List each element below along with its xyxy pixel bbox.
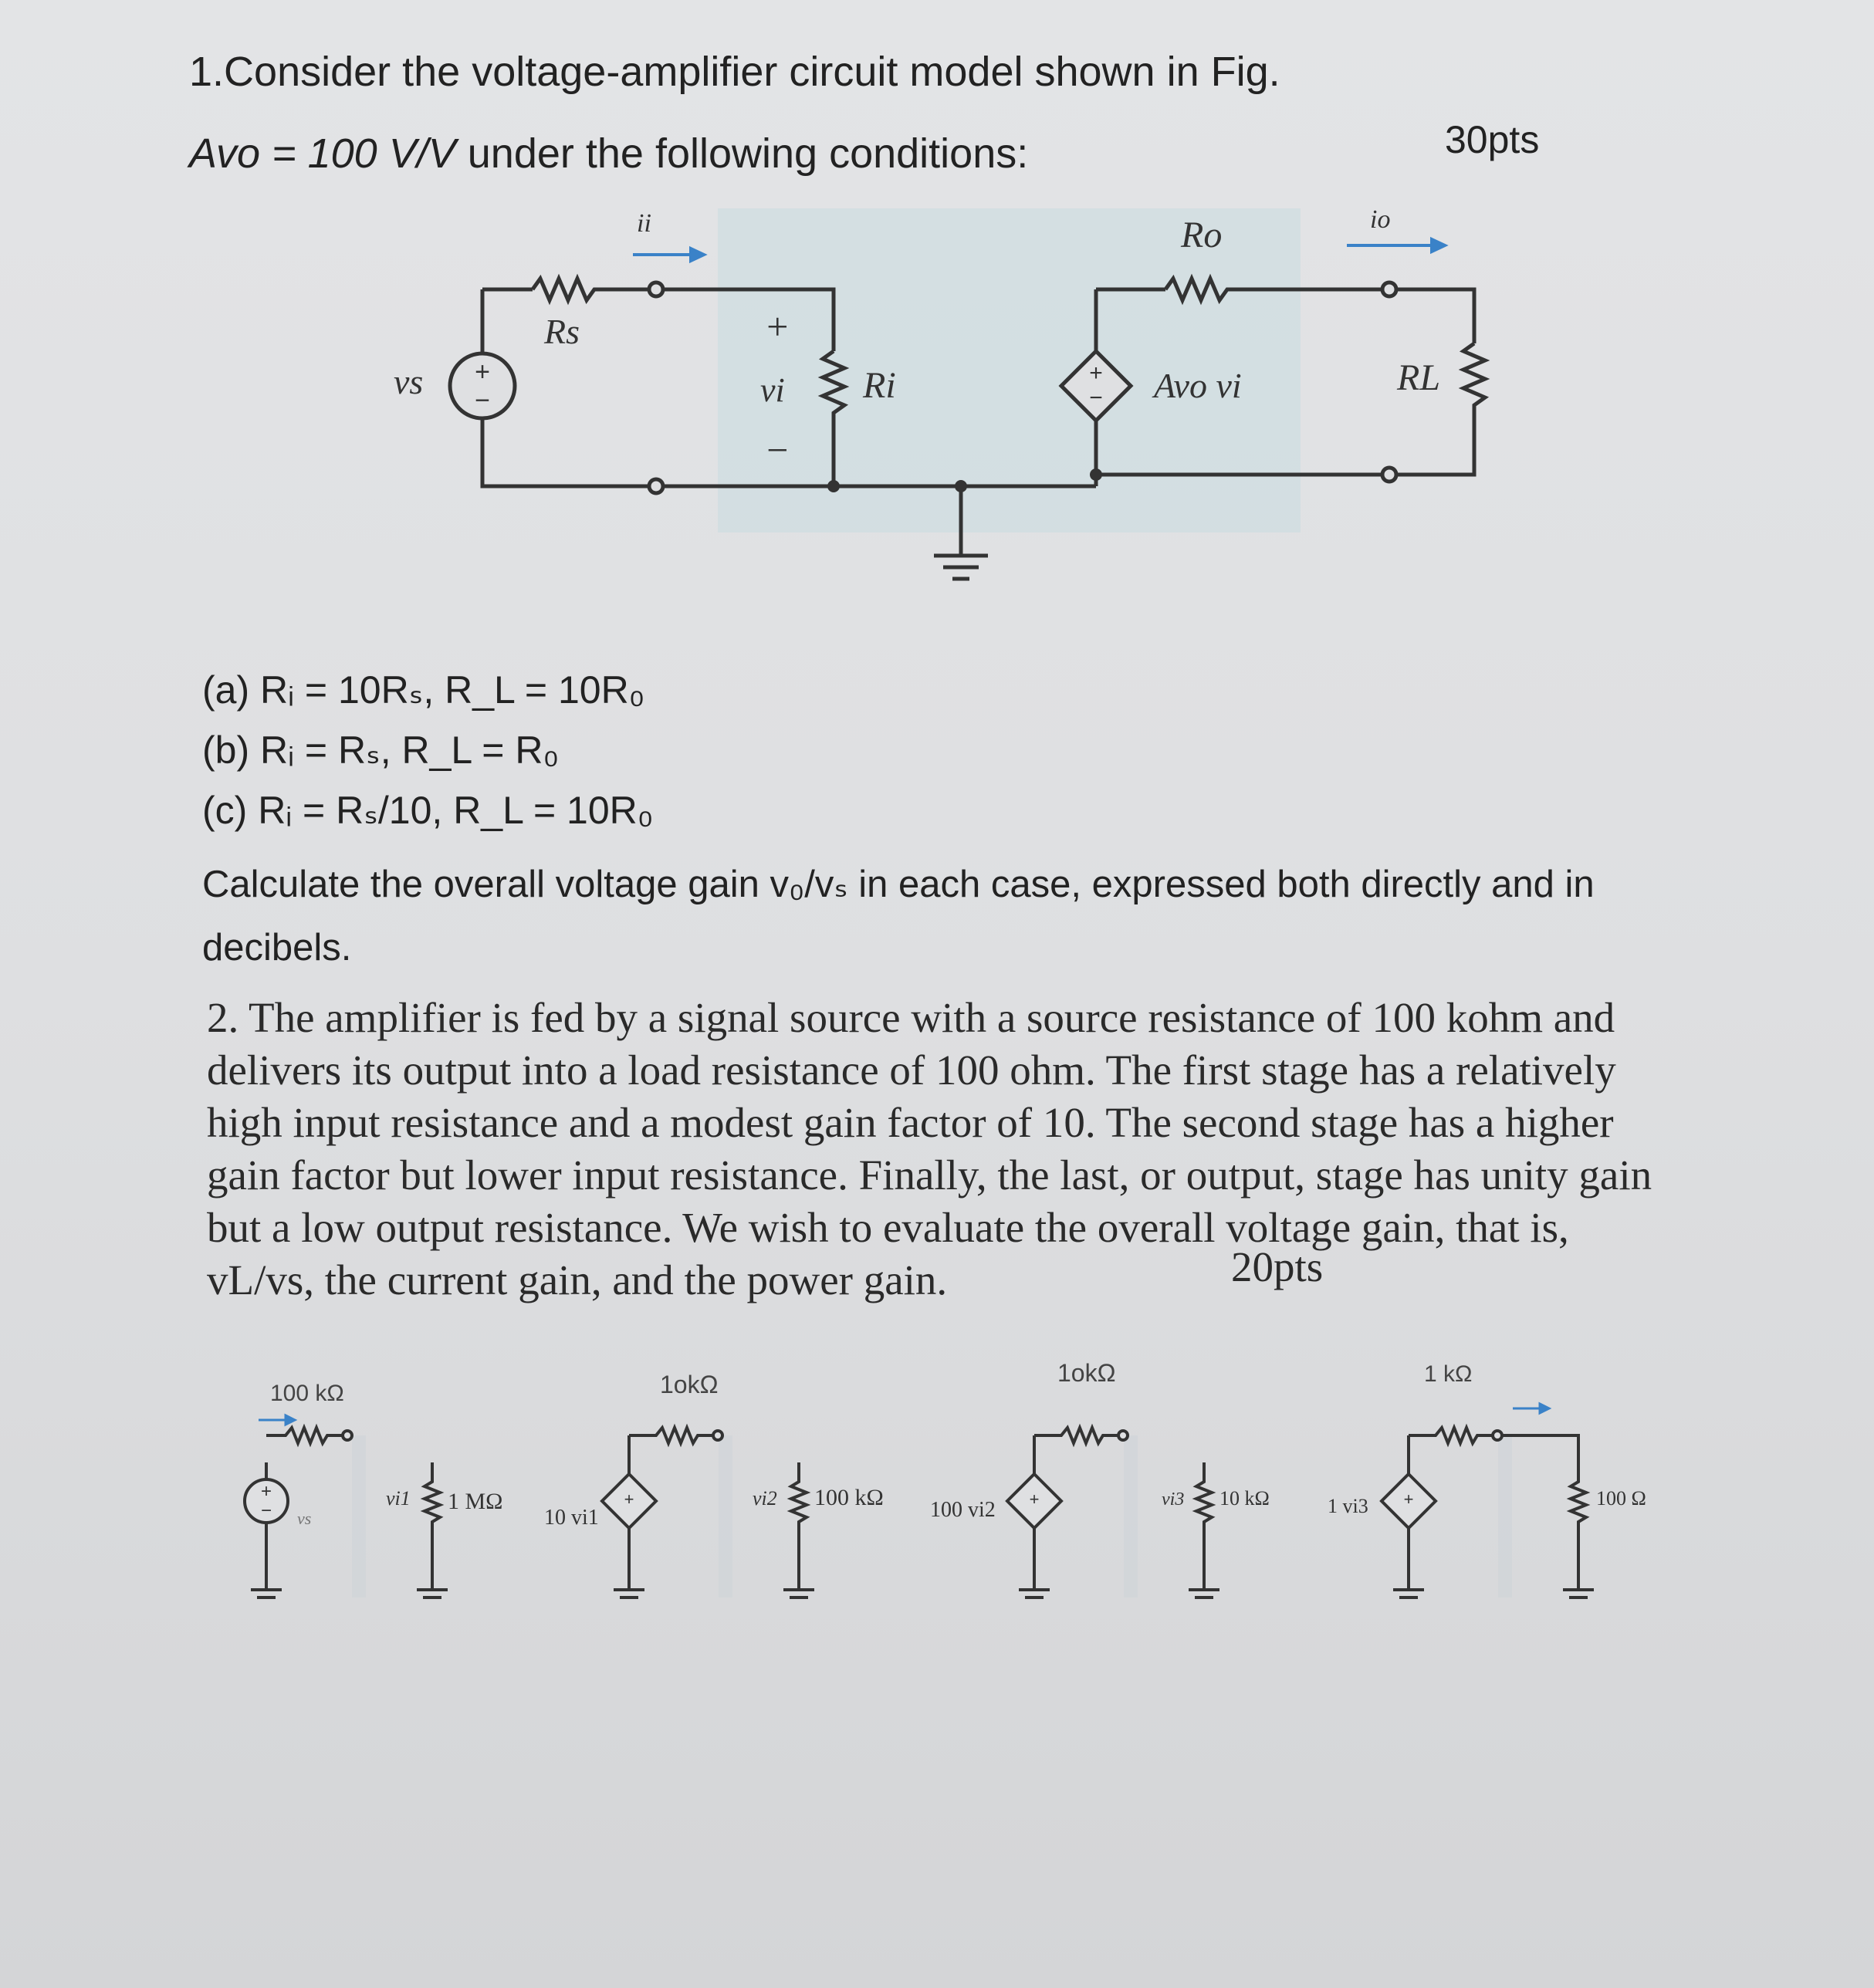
svg-text:−: −: [475, 386, 490, 415]
svg-text:+: +: [475, 357, 490, 387]
svg-text:+: +: [1030, 1489, 1040, 1509]
g2-label: 100 vi2: [930, 1498, 996, 1522]
question1-avo-line: Avo = 100 V/V under the following condit…: [189, 130, 1028, 178]
r2-label: 100 kΩ: [814, 1485, 884, 1510]
vi-plus: +: [764, 305, 790, 348]
r1-label: 1 MΩ: [448, 1489, 502, 1514]
vi1-label: vi1: [386, 1487, 411, 1510]
ii-label: ii: [637, 209, 651, 238]
svg-text:+: +: [261, 1481, 272, 1502]
svg-text:+: +: [1089, 360, 1103, 386]
io-label: io: [1370, 205, 1390, 234]
vi-minus: −: [764, 428, 790, 472]
vs-label: vs: [394, 362, 423, 401]
vs2-source: [243, 1478, 289, 1524]
rs-resistor: [530, 273, 656, 306]
rl-resistor: [1389, 341, 1490, 477]
question1-conditions: (a) Rᵢ = 10Rₛ, R_L = 10R₀ (b) Rᵢ = Rₛ, R…: [202, 660, 654, 840]
rs-label: Rs: [543, 312, 580, 351]
g3-label: 1 vi3: [1328, 1495, 1368, 1517]
svg-text:−: −: [261, 1500, 272, 1521]
svg-text:+: +: [1404, 1489, 1414, 1509]
question2-text: 2. The amplifier is fed by a signal sour…: [207, 994, 1652, 1303]
ro1-label: 1okΩ: [660, 1371, 719, 1398]
vi2-label: vi2: [753, 1487, 777, 1510]
g1-label: 10 vi1: [544, 1506, 599, 1530]
svg-text:−: −: [1089, 385, 1103, 411]
vi-label: vi: [760, 371, 785, 409]
ri-resistor: [817, 349, 850, 486]
ro-resistor: [1163, 273, 1389, 306]
amplifier-shaded-region: [718, 208, 1301, 532]
ro-label: Ro: [1180, 215, 1222, 255]
ro2-label: 1okΩ: [1057, 1359, 1116, 1387]
ro3-label: 1 kΩ: [1424, 1361, 1472, 1387]
avo-value: Avo = 100 V/V: [189, 130, 456, 177]
ri-label: Ri: [862, 365, 896, 406]
avo-vi-label: Avo vi: [1152, 366, 1242, 405]
vs2-label: vs: [297, 1509, 311, 1528]
vi3-label: vi3: [1162, 1489, 1184, 1510]
rl-label: RL: [1396, 357, 1440, 398]
condition-a: (a) Rᵢ = 10Rₛ, R_L = 10R₀: [202, 668, 645, 712]
question1-title: 1.Consider the voltage-amplifier circuit…: [189, 49, 1280, 95]
rl2-label: 100 Ω: [1596, 1487, 1646, 1510]
vs-source: [448, 351, 517, 421]
r3-label: 10 kΩ: [1219, 1487, 1270, 1510]
rs2-label: 100 kΩ: [270, 1381, 344, 1406]
question1-points: 30pts: [1445, 118, 1540, 161]
avo-tail: under the following conditions:: [455, 130, 1029, 177]
question2-points: 20pts: [1231, 1243, 1324, 1290]
condition-c: (c) Rᵢ = Rₛ/10, R_L = 10R₀: [202, 789, 654, 832]
svg-text:+: +: [624, 1489, 634, 1509]
condition-b: (b) Rᵢ = Rₛ, R_L = R₀: [202, 729, 560, 772]
question1-task: Calculate the overall voltage gain v₀/vₛ…: [202, 864, 1595, 969]
